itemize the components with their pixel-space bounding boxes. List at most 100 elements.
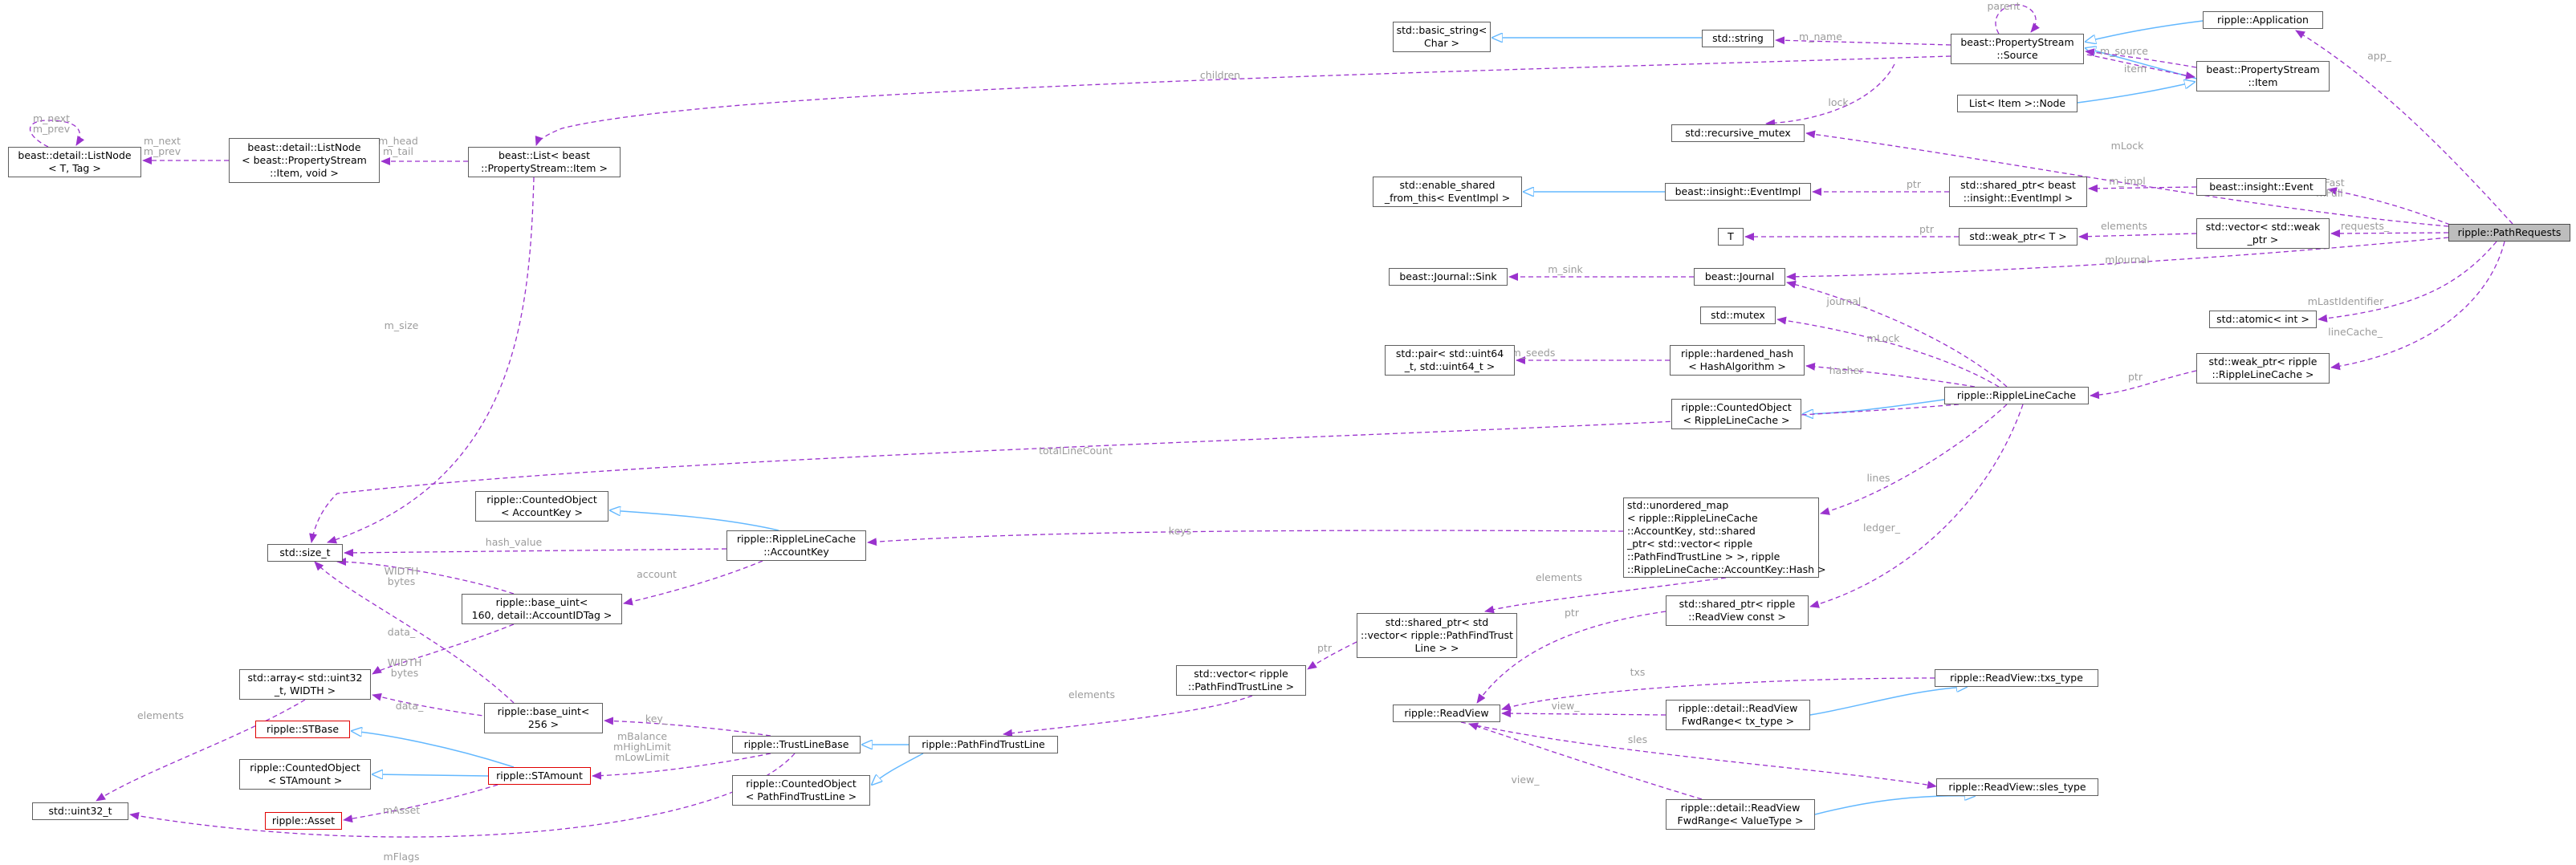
node-ps-source[interactable]: beast::PropertyStream ::Source	[1951, 34, 2084, 64]
node-counted-accountkey[interactable]: ripple::CountedObject < AccountKey >	[475, 491, 608, 522]
node-accountkey[interactable]: ripple::RippleLineCache ::AccountKey	[726, 530, 866, 561]
node-readview[interactable]: ripple::ReadView	[1393, 705, 1500, 722]
edge-data1	[372, 623, 515, 675]
edge-listnode-inh	[2077, 82, 2195, 104]
edge-elements4	[96, 699, 306, 802]
node-rlc[interactable]: ripple::RippleLineCache	[1944, 387, 2089, 404]
edge-app	[2295, 30, 2513, 225]
edge-label-mlock1: mLock	[2111, 140, 2144, 152]
node-array-u32[interactable]: std::array< std::uint32 _t, WIDTH >	[239, 669, 371, 700]
edge-ledger	[1809, 404, 2024, 608]
node-atomic-int[interactable]: std::atomic< int >	[2209, 311, 2317, 328]
node-uint32[interactable]: std::uint32_t	[32, 802, 128, 820]
edge-label-mjournal: mJournal	[2105, 254, 2149, 266]
edge-label-impl: m_impl	[2109, 175, 2145, 187]
edge-label-txs: txs	[1630, 666, 1646, 678]
edge-masset	[343, 784, 499, 823]
node-pftl[interactable]: ripple::PathFindTrustLine	[909, 736, 1058, 753]
edge-mjournal	[1786, 237, 2449, 281]
node-txs-type[interactable]: ripple::ReadView::txs_type	[1935, 669, 2098, 687]
node-hardened-hash[interactable]: ripple::hardened_hash < HashAlgorithm >	[1670, 345, 1805, 376]
edge-label-children: children	[1200, 69, 1240, 81]
node-app[interactable]: ripple::Application	[2203, 11, 2323, 29]
edge-listnode-self	[29, 120, 85, 148]
edge-counted-pftl	[872, 753, 924, 785]
edge-label-ptr-eventimpl: ptr	[1907, 178, 1922, 190]
node-base-uint256[interactable]: ripple::base_uint< 256 >	[484, 703, 603, 733]
node-listnode-tag[interactable]: beast::detail::ListNode < T, Tag >	[8, 147, 141, 177]
edge-label-view1: view_	[1551, 700, 1580, 712]
node-vec-pftl[interactable]: std::vector< ripple ::PathFindTrustLine …	[1176, 665, 1306, 696]
node-counted-pftl[interactable]: ripple::CountedObject < PathFindTrustLin…	[732, 775, 870, 806]
node-asset[interactable]: ripple::Asset	[265, 812, 342, 830]
node-listnode-item[interactable]: beast::detail::ListNode < beast::Propert…	[229, 138, 380, 183]
edge-label-mseeds: m_seeds	[1512, 347, 1556, 359]
node-shared-vec-pftl[interactable]: std::shared_ptr< std ::vector< ripple::P…	[1357, 613, 1517, 658]
edge-view2	[1468, 722, 1703, 800]
node-shared-eventimpl[interactable]: std::shared_ptr< beast ::insight::EventI…	[1949, 177, 2087, 207]
node-fwd-value[interactable]: ripple::detail::ReadView FwdRange< Value…	[1666, 799, 1815, 830]
edge-label-lock: lock	[1828, 96, 1849, 108]
edge-sles	[1460, 721, 1937, 789]
edge-label-elements1: elements	[2101, 220, 2147, 232]
edge-label-ptr-rlc: ptr	[2128, 371, 2143, 383]
edge-label-lines: lines	[1866, 472, 1890, 484]
node-list-node[interactable]: List< Item >::Node	[1957, 95, 2077, 112]
node-counted-stamount[interactable]: ripple::CountedObject < STAmount >	[239, 759, 371, 790]
node-std-string[interactable]: std::string	[1702, 30, 1774, 47]
edge-label-app: app_	[2367, 50, 2392, 62]
edge-label-masset: mAsset	[383, 804, 420, 816]
edge-elements1	[2078, 232, 2197, 241]
edge-requests	[2330, 229, 2449, 238]
node-trustline-base[interactable]: ripple::TrustLineBase	[732, 736, 861, 753]
edge-label-data2: data_	[396, 700, 424, 712]
edge-label-view2: view_	[1511, 774, 1540, 786]
node-size-t[interactable]: std::size_t	[267, 544, 343, 562]
edge-lines	[1820, 404, 2008, 515]
node-stamount[interactable]: ripple::STAmount	[488, 767, 591, 785]
edge-label-linecache: lineCache_	[2328, 326, 2383, 338]
edge-label-keys: keys	[1169, 525, 1191, 537]
edge-item-item	[2078, 52, 2196, 79]
edge-label-ptr-t: ptr	[1919, 223, 1935, 235]
edge-label-requests: requests_	[2341, 220, 2390, 232]
edge-label-ptr-vec: ptr	[1317, 642, 1333, 654]
node-recursive-mutex[interactable]: std::recursive_mutex	[1671, 124, 1805, 142]
edge-label-data1: data_	[388, 626, 416, 638]
edge-label-sles: sles	[1628, 733, 1647, 745]
node-ps-item[interactable]: beast::PropertyStream ::Item	[2196, 61, 2330, 91]
edge-label-msize: m_size	[385, 319, 419, 331]
node-base-uint160[interactable]: ripple::base_uint< 160, detail::AccountI…	[462, 594, 622, 624]
node-pair-u64[interactable]: std::pair< std::uint64 _t, std::uint64_t…	[1385, 345, 1515, 376]
node-vec-weak[interactable]: std::vector< std::weak _ptr >	[2196, 218, 2330, 249]
node-enable-shared[interactable]: std::enable_shared _from_this< EventImpl…	[1373, 177, 1522, 207]
node-list-item[interactable]: beast::List< beast ::PropertyStream::Ite…	[468, 147, 621, 177]
edge-label-hash-value: hash_value	[486, 536, 543, 548]
edge-hasher	[1805, 362, 1976, 388]
node-shared-readview[interactable]: std::shared_ptr< ripple ::ReadView const…	[1666, 595, 1809, 626]
node-counted-rlc[interactable]: ripple::CountedObject < RippleLineCache …	[1671, 399, 1801, 429]
node-journal-sink[interactable]: beast::Journal::Sink	[1389, 268, 1508, 286]
node-fwd-tx[interactable]: ripple::detail::ReadView FwdRange< tx_ty…	[1666, 700, 1810, 730]
edge-msize	[327, 177, 535, 544]
edge-width-bytes1	[336, 558, 515, 595]
edge-label-mflags: mFlags	[384, 851, 420, 863]
edge-label-mlock2: mLock	[1867, 332, 1900, 344]
node-event-impl[interactable]: beast::insight::EventImpl	[1665, 183, 1811, 201]
edge-counted-stamount	[372, 774, 489, 776]
edge-children	[535, 55, 1951, 146]
node-unordered-map[interactable]: std::unordered_map < ripple::RippleLineC…	[1623, 497, 1826, 578]
node-weak-rlc[interactable]: std::weak_ptr< ripple ::RippleLineCache …	[2196, 353, 2330, 384]
node-path-requests[interactable]: ripple::PathRequests	[2448, 224, 2570, 242]
node-weak-t[interactable]: std::weak_ptr< T >	[1959, 228, 2077, 246]
node-basic-string[interactable]: std::basic_string< Char >	[1393, 22, 1491, 52]
node-t[interactable]: T	[1718, 228, 1744, 246]
node-stbase[interactable]: ripple::STBase	[255, 721, 350, 738]
node-sles-type[interactable]: ripple::ReadView::sles_type	[1936, 778, 2098, 796]
node-journal[interactable]: beast::Journal	[1694, 268, 1785, 286]
node-mutex[interactable]: std::mutex	[1700, 307, 1776, 324]
node-event[interactable]: beast::insight::Event	[2196, 178, 2326, 196]
